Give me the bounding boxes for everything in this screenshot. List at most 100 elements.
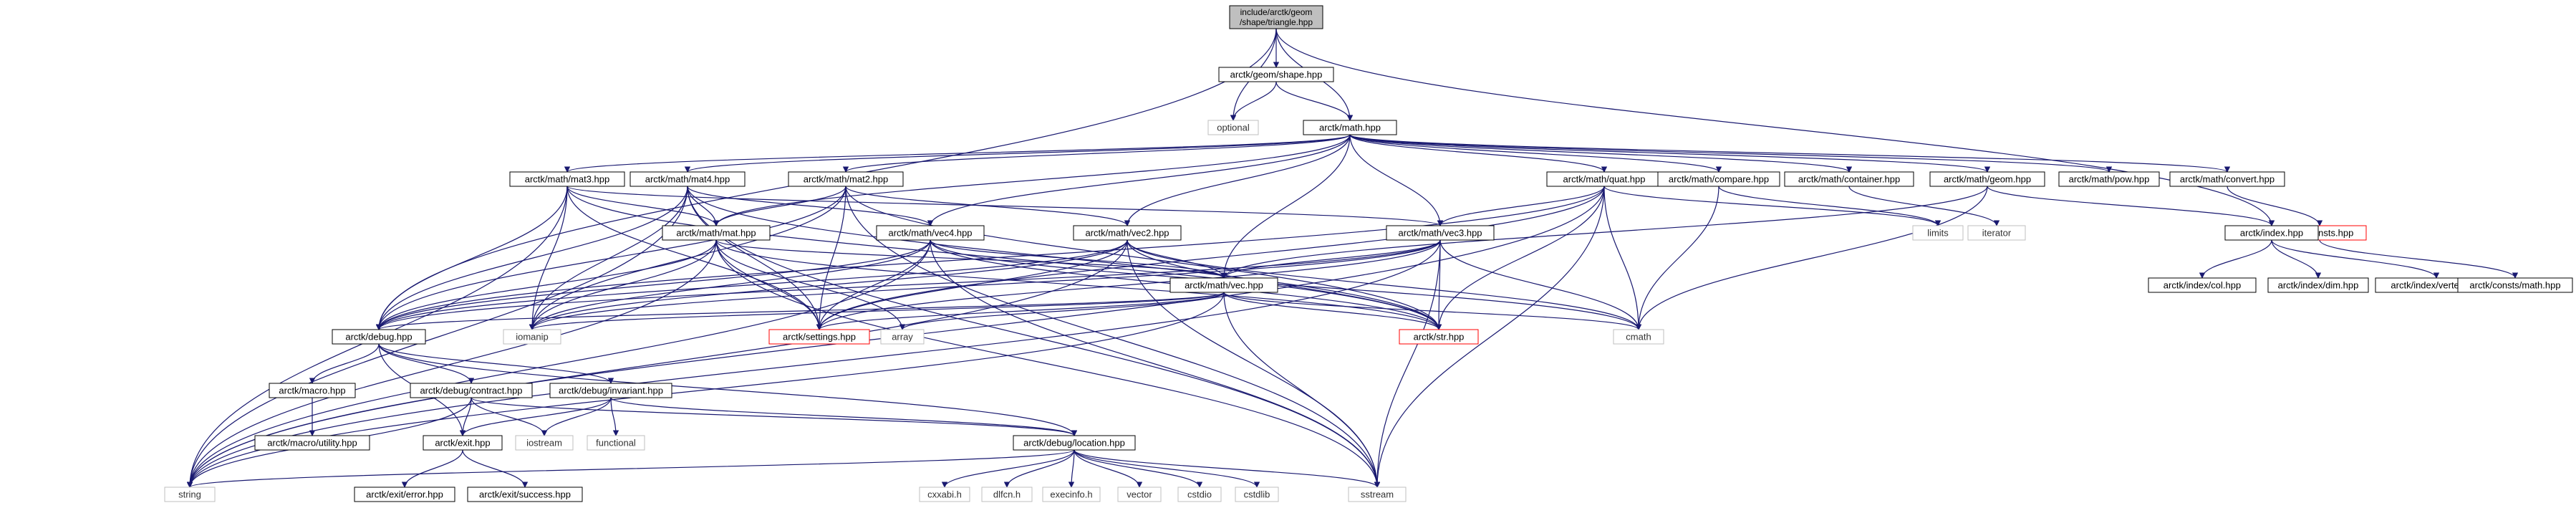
edge-math-to-pow bbox=[1349, 134, 2112, 173]
node-label-vec: arctk/math/vec.hpp bbox=[1185, 280, 1263, 291]
node-box-contract bbox=[410, 383, 533, 398]
edge-index-to-col bbox=[2199, 239, 2272, 279]
node-debug[interactable]: arctk/debug.hpp bbox=[332, 329, 426, 345]
node-label-array: array bbox=[892, 332, 913, 342]
node-box-string bbox=[164, 487, 216, 502]
node-string: string bbox=[164, 487, 216, 502]
edge-mat4-to-vec4 bbox=[687, 186, 934, 226]
node-dim[interactable]: arctk/index/dim.hpp bbox=[2267, 277, 2369, 293]
node-root[interactable]: include/arctk/geom/shape/triangle.hpp bbox=[1229, 5, 1323, 29]
edge-vec4-to-sstream bbox=[930, 239, 1381, 488]
node-success[interactable]: arctk/exit/success.hpp bbox=[467, 487, 583, 502]
node-label-string: string bbox=[178, 489, 201, 500]
edge-debug-to-location bbox=[378, 343, 1078, 436]
edge-vec-to-cmath bbox=[1223, 292, 1642, 330]
node-error[interactable]: arctk/exit/error.hpp bbox=[354, 487, 455, 502]
node-label-geom: arctk/math/geom.hpp bbox=[1944, 174, 2031, 185]
node-label-str: arctk/str.hpp bbox=[1414, 332, 1465, 342]
node-mat4[interactable]: arctk/math/mat4.hpp bbox=[629, 171, 746, 187]
edge-geom-to-index bbox=[1987, 186, 2275, 226]
node-label-index: arctk/index.hpp bbox=[2240, 228, 2303, 239]
node-math[interactable]: arctk/math.hpp bbox=[1303, 120, 1397, 135]
edge-mat2-to-vec2 bbox=[845, 186, 1131, 226]
node-index[interactable]: arctk/index.hpp bbox=[2224, 225, 2319, 241]
node-utility[interactable]: arctk/macro/utility.hpp bbox=[254, 435, 370, 451]
node-location[interactable]: arctk/debug/location.hpp bbox=[1013, 435, 1136, 451]
edge-vec2-to-cmath bbox=[1127, 239, 1642, 330]
node-label-convert: arctk/math/convert.hpp bbox=[2180, 174, 2274, 185]
edge-vec4-to-debug bbox=[375, 239, 931, 330]
edge-mat4-to-debug bbox=[375, 186, 688, 330]
node-mat2[interactable]: arctk/math/mat2.hpp bbox=[788, 171, 904, 187]
node-compare[interactable]: arctk/math/compare.hpp bbox=[1657, 171, 1780, 187]
node-label-shape: arctk/geom/shape.hpp bbox=[1230, 70, 1323, 80]
node-box-iomanip bbox=[503, 329, 561, 345]
node-label-vec2: arctk/math/vec2.hpp bbox=[1085, 228, 1169, 239]
node-label-mat4: arctk/math/mat4.hpp bbox=[645, 174, 730, 185]
node-label-compare: arctk/math/compare.hpp bbox=[1669, 174, 1769, 185]
node-constsmath[interactable]: arctk/consts/math.hpp bbox=[2457, 277, 2573, 293]
edge-mat3-to-str bbox=[566, 186, 1442, 330]
node-settings[interactable]: arctk/settings.hpp bbox=[768, 329, 870, 345]
node-sstream: sstream bbox=[1348, 487, 1407, 502]
node-box-limits bbox=[1912, 225, 1964, 241]
node-box-optional bbox=[1207, 120, 1259, 135]
edge-mat2-to-mat bbox=[713, 186, 846, 226]
node-label-invariant: arctk/debug/invariant.hpp bbox=[559, 385, 663, 396]
node-exit[interactable]: arctk/exit.hpp bbox=[423, 435, 503, 451]
node-container[interactable]: arctk/math/container.hpp bbox=[1784, 171, 1914, 187]
edge-index-to-vertex bbox=[2271, 239, 2440, 279]
node-iomanip: iomanip bbox=[503, 329, 561, 345]
node-quat[interactable]: arctk/math/quat.hpp bbox=[1546, 171, 1662, 187]
node-box-settings bbox=[768, 329, 870, 345]
node-label-dlfcn: dlfcn.h bbox=[993, 489, 1021, 500]
edge-vec4-to-iomanip bbox=[529, 239, 931, 330]
edge-quat-to-cmath bbox=[1603, 186, 1642, 330]
edge-vec2-to-debug bbox=[375, 239, 1128, 330]
edge-location-to-cxxabi bbox=[941, 449, 1075, 488]
edge-mat-to-array bbox=[715, 239, 906, 330]
node-pow[interactable]: arctk/math/pow.hpp bbox=[2058, 171, 2160, 187]
edge-location-to-sstream bbox=[1074, 449, 1381, 488]
node-invariant[interactable]: arctk/debug/invariant.hpp bbox=[549, 383, 672, 398]
node-label-cmath: cmath bbox=[1626, 332, 1651, 342]
node-geom[interactable]: arctk/math/geom.hpp bbox=[1929, 171, 2045, 187]
node-box-utility bbox=[254, 435, 370, 451]
node-vec3[interactable]: arctk/math/vec3.hpp bbox=[1386, 225, 1495, 241]
node-macro[interactable]: arctk/macro.hpp bbox=[269, 383, 356, 398]
edge-math-to-mat bbox=[713, 134, 1351, 226]
node-mat3[interactable]: arctk/math/mat3.hpp bbox=[509, 171, 625, 187]
node-box-convert bbox=[2169, 171, 2285, 187]
node-shape[interactable]: arctk/geom/shape.hpp bbox=[1218, 67, 1334, 82]
node-box-vec3 bbox=[1386, 225, 1495, 241]
node-col[interactable]: arctk/index/col.hpp bbox=[2148, 277, 2257, 293]
node-optional: optional bbox=[1207, 120, 1259, 135]
node-label-settings: arctk/settings.hpp bbox=[783, 332, 856, 342]
node-box-macro bbox=[269, 383, 356, 398]
edge-vec-to-string bbox=[186, 292, 1225, 488]
node-vec2[interactable]: arctk/math/vec2.hpp bbox=[1073, 225, 1182, 241]
node-contract[interactable]: arctk/debug/contract.hpp bbox=[410, 383, 533, 398]
node-label-vec4: arctk/math/vec4.hpp bbox=[888, 228, 972, 239]
node-iostream: iostream bbox=[515, 435, 574, 451]
node-label-iostream: iostream bbox=[526, 438, 562, 449]
node-label-utility: arctk/macro/utility.hpp bbox=[267, 438, 357, 449]
edge-math-to-container bbox=[1349, 134, 1852, 173]
edge-contract-to-location bbox=[471, 397, 1077, 436]
node-vec4[interactable]: arctk/math/vec4.hpp bbox=[876, 225, 985, 241]
node-array: array bbox=[880, 329, 925, 345]
node-limits: limits bbox=[1912, 225, 1964, 241]
edge-mat-to-settings bbox=[715, 239, 823, 330]
node-box-invariant bbox=[549, 383, 672, 398]
node-convert[interactable]: arctk/math/convert.hpp bbox=[2169, 171, 2285, 187]
node-mat[interactable]: arctk/math/mat.hpp bbox=[662, 225, 771, 241]
node-str[interactable]: arctk/str.hpp bbox=[1399, 329, 1479, 345]
node-label-mat2: arctk/math/mat2.hpp bbox=[804, 174, 889, 185]
node-label-root: include/arctk/geom/shape/triangle.hpp bbox=[1240, 7, 1313, 27]
node-vec[interactable]: arctk/math/vec.hpp bbox=[1169, 277, 1278, 293]
edge-quat-to-str bbox=[1435, 186, 1605, 330]
edge-mat2-to-iomanip bbox=[529, 186, 846, 330]
edge-vec2-to-sstream bbox=[1127, 239, 1381, 488]
edge-quat-to-debug bbox=[375, 186, 1605, 330]
edge-vec-to-iomanip bbox=[529, 292, 1225, 330]
